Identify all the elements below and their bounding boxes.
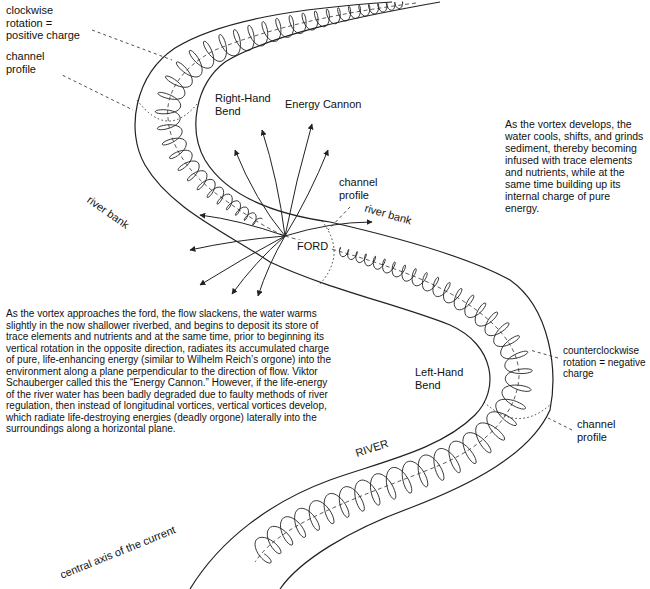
note-paragraph-slot: As the vortex approaches the ford, the f…	[5, 308, 337, 435]
charge-note-slot: clockwise rotation = positive charge	[5, 4, 91, 42]
energy-ray	[232, 236, 285, 294]
channel-profile-arc	[484, 402, 551, 419]
axis-label: central axis of the current	[57, 523, 178, 582]
cannon-label: Energy Cannon	[284, 98, 362, 111]
bend-label-slot: Left-Hand Bend	[414, 366, 480, 391]
profile-label: channel profile	[338, 176, 390, 201]
energy-ray	[262, 130, 285, 236]
note-paragraph-slot: As the vortex develops, the water cools,…	[504, 118, 646, 215]
leader-line	[52, 70, 133, 110]
bend-label: Left-Hand Bend	[414, 366, 480, 391]
ford-label-slot: FORD	[296, 240, 329, 253]
leader-line	[530, 350, 558, 358]
leader-line	[548, 418, 572, 430]
profile-label-slot: channel profile	[576, 418, 634, 443]
vortex-coil	[155, 2, 402, 225]
current-axis	[168, 3, 416, 236]
profile-label: channel profile	[576, 418, 634, 443]
energy-ray	[200, 215, 285, 236]
channel-profile-arc	[318, 221, 334, 286]
energy-ray	[190, 236, 285, 250]
profile-label-slot: channel profile	[5, 50, 63, 75]
profile-label-slot: channel profile	[338, 176, 390, 201]
energy-ray	[258, 236, 285, 296]
charge-note: clockwise rotation = positive charge	[5, 4, 91, 42]
bank-label: river bank	[362, 201, 414, 227]
axis-label-slot: central axis of the current	[57, 523, 178, 582]
channel-profile-arc	[137, 100, 197, 121]
energy-ray	[285, 150, 328, 236]
bend-label: Right-Hand Bend	[214, 92, 280, 117]
leader-line	[328, 207, 350, 230]
charge-note-slot: counterclockwise rotation = negative cha…	[562, 345, 648, 380]
river-bank-line	[135, 2, 490, 589]
charge-note: counterclockwise rotation = negative cha…	[562, 345, 648, 380]
bend-label-slot: Right-Hand Bend	[214, 92, 280, 117]
bank-label: river bank	[84, 192, 132, 231]
note-paragraph: As the vortex develops, the water cools,…	[504, 118, 646, 215]
cannon-label-slot: Energy Cannon	[284, 98, 362, 111]
river-label-slot: RIVER	[353, 436, 391, 459]
profile-label: channel profile	[5, 50, 63, 75]
note-paragraph: As the vortex approaches the ford, the f…	[5, 308, 337, 435]
energy-ray	[285, 124, 312, 236]
energy-ray	[285, 222, 372, 236]
bank-label-slot: river bank	[362, 201, 414, 227]
bank-label-slot: river bank	[84, 192, 132, 231]
ford-label: FORD	[296, 240, 329, 253]
leader-line	[92, 30, 172, 60]
river-bank-line	[196, 2, 553, 589]
river-label: RIVER	[353, 436, 391, 459]
